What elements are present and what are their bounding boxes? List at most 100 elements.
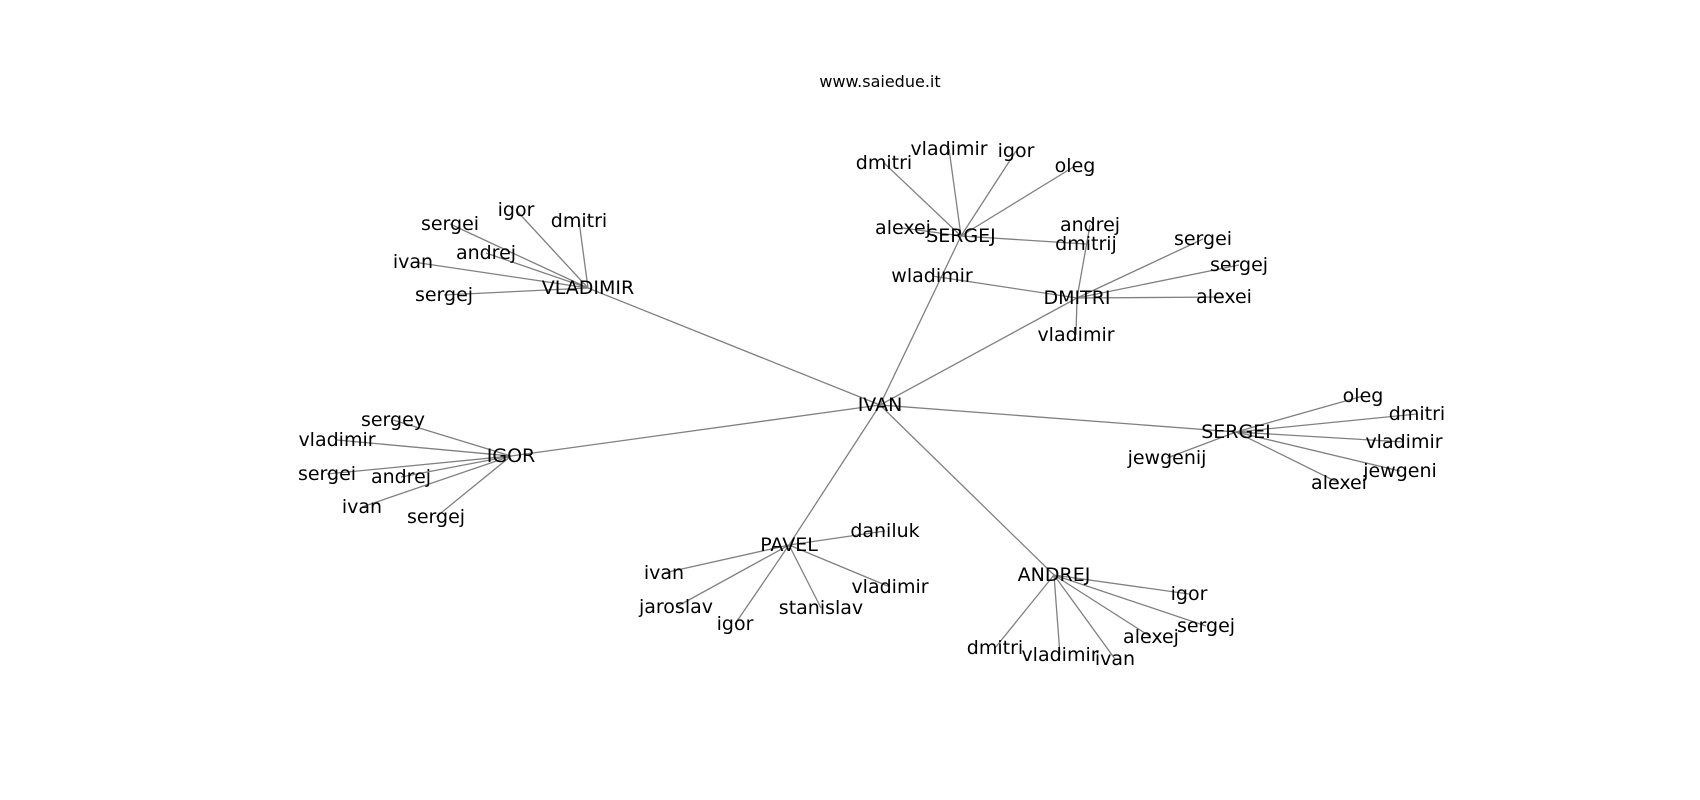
node-e-jewgenij: jewgenij (1127, 447, 1207, 469)
node-v-andrej: andrej (456, 242, 516, 264)
node-e-vladimir: vladimir (1365, 431, 1442, 453)
edge-andrej_hub-a_vladimir (1053, 574, 1061, 656)
node-i-ivan: ivan (342, 496, 382, 518)
nodes-layer: IVAN VLADIMIR SERGEJ DMITRI SERGEI IGOR PAVEL A… (298, 138, 1445, 670)
node-i-sergei: sergei (298, 463, 356, 485)
edge-pavel_hub-p_stanislav (788, 544, 822, 609)
edge-ivan-vladimir_hub (587, 287, 881, 406)
edge-vladimir_hub-v_dmitri (578, 220, 589, 289)
edge-ivan-dmitri_hub (879, 297, 1078, 406)
edge-sergei_hub-e_vladimir (1235, 431, 1405, 443)
node-s-andrej: andrej (1060, 214, 1120, 236)
node-v-igor: igor (498, 199, 535, 221)
node-a-alexej: alexej (1123, 626, 1179, 648)
edge-sergei_hub-e_dmitri (1235, 413, 1418, 433)
node-s-alexej: alexej (875, 217, 931, 239)
edge-andrej_hub-a_alexej (1053, 574, 1152, 638)
node-p-igor: igor (717, 613, 754, 635)
node-v-ivan: ivan (393, 251, 433, 273)
edge-dmitri_hub-d_vladimir (1075, 297, 1078, 336)
node-sergei-hub: SERGEI (1201, 421, 1271, 443)
node-p-jaroslav: jaroslav (638, 596, 713, 618)
node-v-sergei: sergei (421, 213, 479, 235)
edge-pavel_hub-p_igor (734, 544, 790, 625)
edge-andrej_hub-a_dmitri (994, 574, 1055, 649)
edge-igor_hub-i_sergei (326, 455, 512, 475)
node-d-vladimir: vladimir (1037, 324, 1114, 346)
node-a-igor: igor (1171, 583, 1208, 605)
node-a-dmitri: dmitri (967, 637, 1023, 659)
edge-ivan-sergei_hub (879, 404, 1237, 433)
edge-andrej_hub-a_ivan (1053, 574, 1116, 660)
node-s-oleg: oleg (1055, 155, 1096, 177)
node-s-dmitri: dmitri (856, 152, 912, 174)
node-e-dmitri: dmitri (1389, 403, 1445, 425)
node-p-daniluk: daniluk (850, 520, 919, 542)
edge-sergej_hub-s_oleg (960, 165, 1076, 237)
node-vladimir-hub: VLADIMIR (542, 277, 634, 299)
node-pavel-hub: PAVEL (760, 534, 818, 556)
node-v-sergej: sergej (415, 284, 473, 306)
edge-andrej_hub-a_sergej (1053, 574, 1207, 627)
edge-igor_hub-i_sergey (392, 419, 512, 457)
edge-ivan-sergej_hub (879, 235, 962, 406)
node-sergej-hub: SERGEJ (926, 225, 996, 247)
node-d-sergei: sergei (1174, 228, 1232, 250)
edge-igor_hub-i_ivan (361, 455, 512, 508)
node-dmitri-hub: DMITRI (1043, 287, 1110, 309)
edge-pavel_hub-p_vladimir (788, 544, 891, 588)
edge-ivan-andrej_hub (879, 404, 1055, 576)
edge-sergej_hub-s_dmitri (883, 162, 962, 237)
node-igor-hub: IGOR (487, 445, 535, 467)
edge-dmitri_hub-d_alexei (1076, 296, 1225, 299)
node-d-wladimir: wladimir (891, 265, 973, 287)
node-a-sergej: sergej (1177, 615, 1235, 637)
node-andrej-hub: ANDREJ (1018, 564, 1091, 586)
edge-pavel_hub-p_jaroslav (675, 544, 790, 608)
node-e-alexei: alexei (1311, 472, 1367, 494)
node-d-sergej: sergej (1210, 254, 1268, 276)
edge-sergej_hub-s_vladimir (948, 148, 962, 237)
edge-igor_hub-i_vladimir (336, 439, 512, 457)
node-d-dmitrij: dmitrij (1055, 233, 1117, 255)
edge-vladimir_hub-v_sergej (443, 287, 589, 296)
edge-sergej_hub-s_alexej (902, 227, 962, 237)
node-e-oleg: oleg (1343, 385, 1384, 407)
node-e-jewgeni: jewgeni (1362, 460, 1437, 482)
edge-vladimir_hub-v_andrej (485, 252, 589, 289)
edge-dmitri_hub-d_sergej (1076, 264, 1240, 299)
edge-sergei_hub-e_jewgenij (1166, 431, 1237, 459)
page-title: www.saiedue.it (819, 72, 940, 91)
edge-andrej_hub-a_igor (1053, 574, 1190, 595)
node-p-ivan: ivan (644, 562, 684, 584)
node-s-igor: igor (998, 140, 1035, 162)
edge-pavel_hub-p_daniluk (788, 530, 886, 546)
edge-sergei_hub-e_alexei (1235, 431, 1340, 484)
node-v-dmitri: dmitri (551, 210, 607, 232)
node-ivan: IVAN (858, 394, 903, 416)
edge-ivan-igor_hub (510, 404, 881, 457)
node-a-ivan: ivan (1095, 648, 1135, 670)
edge-dmitri_hub-d_sergei (1076, 238, 1204, 299)
edge-sergei_hub-e_oleg (1235, 395, 1364, 433)
node-s-vladimir: vladimir (910, 138, 987, 160)
node-p-vladimir: vladimir (851, 576, 928, 598)
node-i-sergej: sergej (407, 506, 465, 528)
edge-pavel_hub-p_ivan (663, 544, 790, 574)
edge-igor_hub-i_andrej (400, 455, 512, 478)
node-i-vladimir: vladimir (298, 429, 375, 451)
edge-dmitri_hub-d_wladimir (931, 275, 1078, 299)
edge-ivan-pavel_hub (788, 404, 881, 546)
edge-vladimir_hub-v_ivan (412, 261, 589, 289)
edge-sergej_hub-d_dmitrij (960, 235, 1087, 245)
node-i-andrej: andrej (371, 466, 431, 488)
edge-igor_hub-i_sergej (435, 455, 512, 518)
node-a-vladimir: vladimir (1021, 644, 1098, 666)
node-i-sergey: sergey (361, 409, 425, 431)
edge-dmitri_hub-s_andrej (1076, 224, 1091, 299)
node-d-alexei: alexei (1196, 286, 1252, 308)
edges-layer (326, 148, 1418, 660)
edge-sergej_hub-s_igor (960, 150, 1017, 237)
edge-vladimir_hub-v_igor (515, 209, 589, 289)
